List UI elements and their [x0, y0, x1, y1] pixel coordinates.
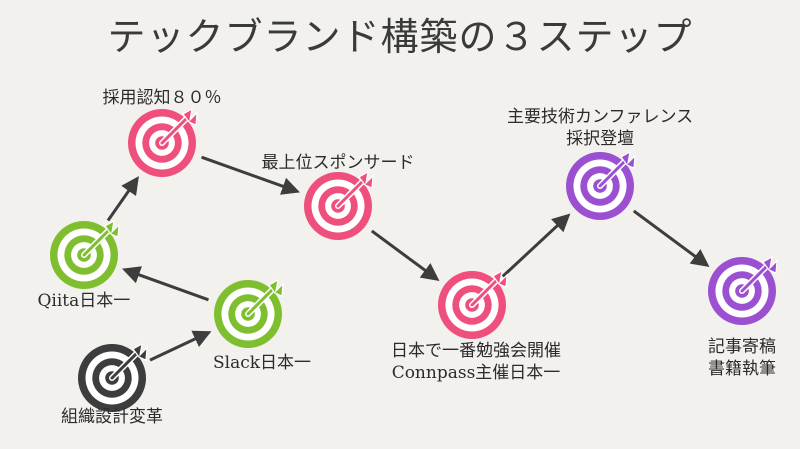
page-title: テックブランド構築の３ステップ: [107, 15, 693, 59]
node-label-line: 採用認知８０％: [102, 88, 222, 108]
target-icon-sponsor: [304, 170, 374, 240]
node-label-line: 書籍執筆: [708, 359, 776, 379]
node-label-writing: 記事寄稿書籍執筆: [708, 336, 776, 380]
node-label-line: Connpass主催日本一: [391, 363, 561, 383]
node-label-line: 最上位スポンサード: [261, 153, 415, 173]
arrow-study-group-to-conference: [501, 213, 571, 278]
arrow-conference-to-writing: [632, 209, 710, 267]
target-icon-recognition: [128, 107, 198, 177]
arrow-sponsor-to-study-group: [370, 229, 440, 281]
target-icon-writing: [708, 255, 778, 325]
arrow-recognition-to-sponsor: [201, 155, 300, 195]
target-icon-qiita: [50, 219, 120, 289]
node-label-recognition: 採用認知８０％: [103, 87, 222, 109]
node-label-line: 組織設計変革: [61, 407, 163, 427]
node-label-line: Qiita日本一: [37, 291, 131, 311]
target-icon-conference: [566, 150, 636, 220]
node-label-line: 日本で一番勉強会開催: [391, 341, 561, 361]
arrow-qiita-to-recognition: [106, 176, 139, 222]
node-label-line: 記事寄稿: [708, 337, 776, 357]
node-label-line: 主要技術カンファレンス: [507, 107, 694, 127]
target-icon-study-group: [438, 269, 508, 339]
node-label-line: 採択登壇: [566, 129, 635, 149]
node-label-qiita: Qiita日本一: [38, 290, 131, 312]
node-label-sponsor: 最上位スポンサード: [262, 152, 415, 174]
node-label-slack: Slack日本一: [213, 352, 311, 374]
node-label-line: Slack日本一: [213, 353, 312, 373]
node-label-conference: 主要技術カンファレンス採択登壇: [507, 106, 693, 150]
target-icon-slack: [214, 278, 284, 348]
node-label-org-design: 組織設計変革: [61, 406, 163, 428]
arrow-org-design-to-slack: [149, 330, 212, 362]
arrow-slack-to-qiita: [122, 266, 209, 302]
target-icon-org-design: [78, 342, 148, 412]
